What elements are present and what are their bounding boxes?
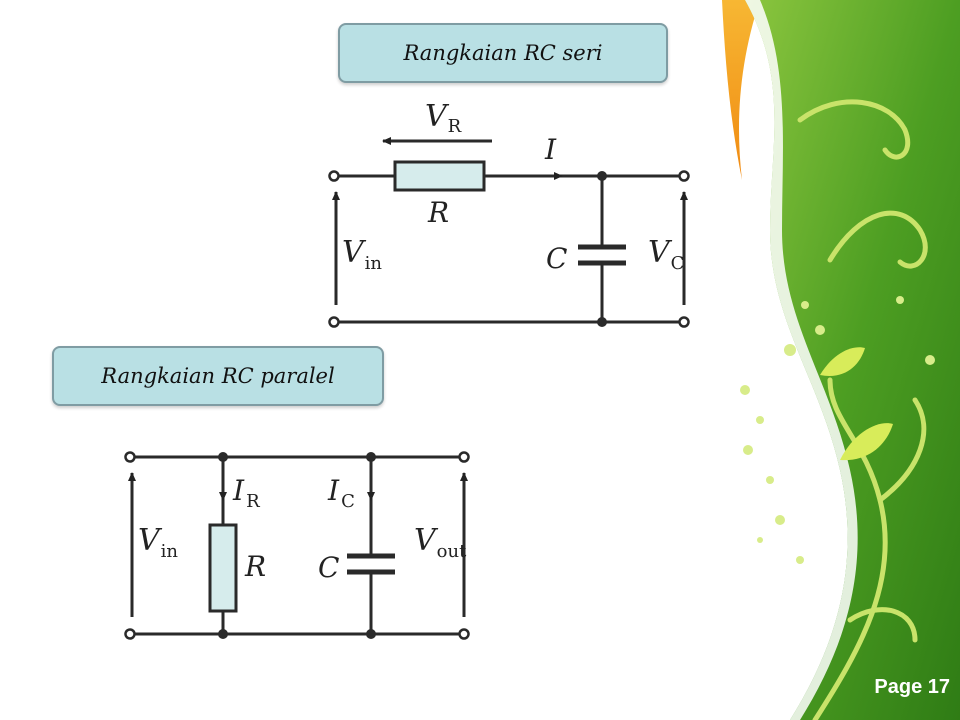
parallel-capacitor-label: C (318, 551, 339, 584)
parallel-resistor-label: R (244, 550, 266, 583)
series-junction-bottom (597, 317, 607, 327)
series-vr-label: VR (425, 99, 462, 137)
series-current-label: I (544, 133, 557, 166)
parallel-junction-top-c (366, 452, 376, 462)
series-junction-top (597, 171, 607, 181)
parallel-terminals (124, 451, 470, 640)
leaf-lower (840, 423, 893, 461)
parallel-junction-bottom-c (366, 629, 376, 639)
vine-curls (797, 99, 928, 720)
parallel-junction-top-r (218, 452, 228, 462)
parallel-junction-bottom-r (218, 629, 228, 639)
series-vin-label: Vin (342, 235, 382, 274)
series-labels: VR I R Vin C VC (342, 99, 684, 275)
parallel-vout-label: Vout (414, 523, 467, 562)
parallel-vin-label: Vin (138, 523, 178, 562)
parallel-terminal-bottom-left (124, 628, 136, 640)
parallel-terminal-top-left (124, 451, 136, 463)
page-number: Page 17 (874, 676, 950, 698)
series-terminal-bottom-left (328, 316, 340, 328)
series-capacitor-label: C (546, 242, 567, 275)
series-terminals (328, 170, 690, 328)
series-rc-circuit (332, 137, 688, 324)
series-rc-title: Rangkaian RC seri (338, 23, 668, 83)
vine-dots (740, 296, 935, 564)
parallel-terminal-top-right (458, 451, 470, 463)
series-resistor (393, 160, 486, 192)
leaf-upper (820, 347, 865, 376)
series-terminal-top-left (328, 170, 340, 182)
parallel-resistor (208, 523, 238, 613)
series-terminal-top-right (678, 170, 690, 182)
parallel-terminal-bottom-right (458, 628, 470, 640)
series-resistor-label: R (427, 196, 449, 229)
series-terminal-bottom-right (678, 316, 690, 328)
parallel-rc-circuit (128, 455, 468, 636)
orange-swoosh (722, 0, 760, 180)
series-vc-label: VC (648, 235, 684, 274)
white-swoosh-edge (745, 0, 858, 720)
parallel-rc-title: Rangkaian RC paralel (52, 346, 384, 406)
